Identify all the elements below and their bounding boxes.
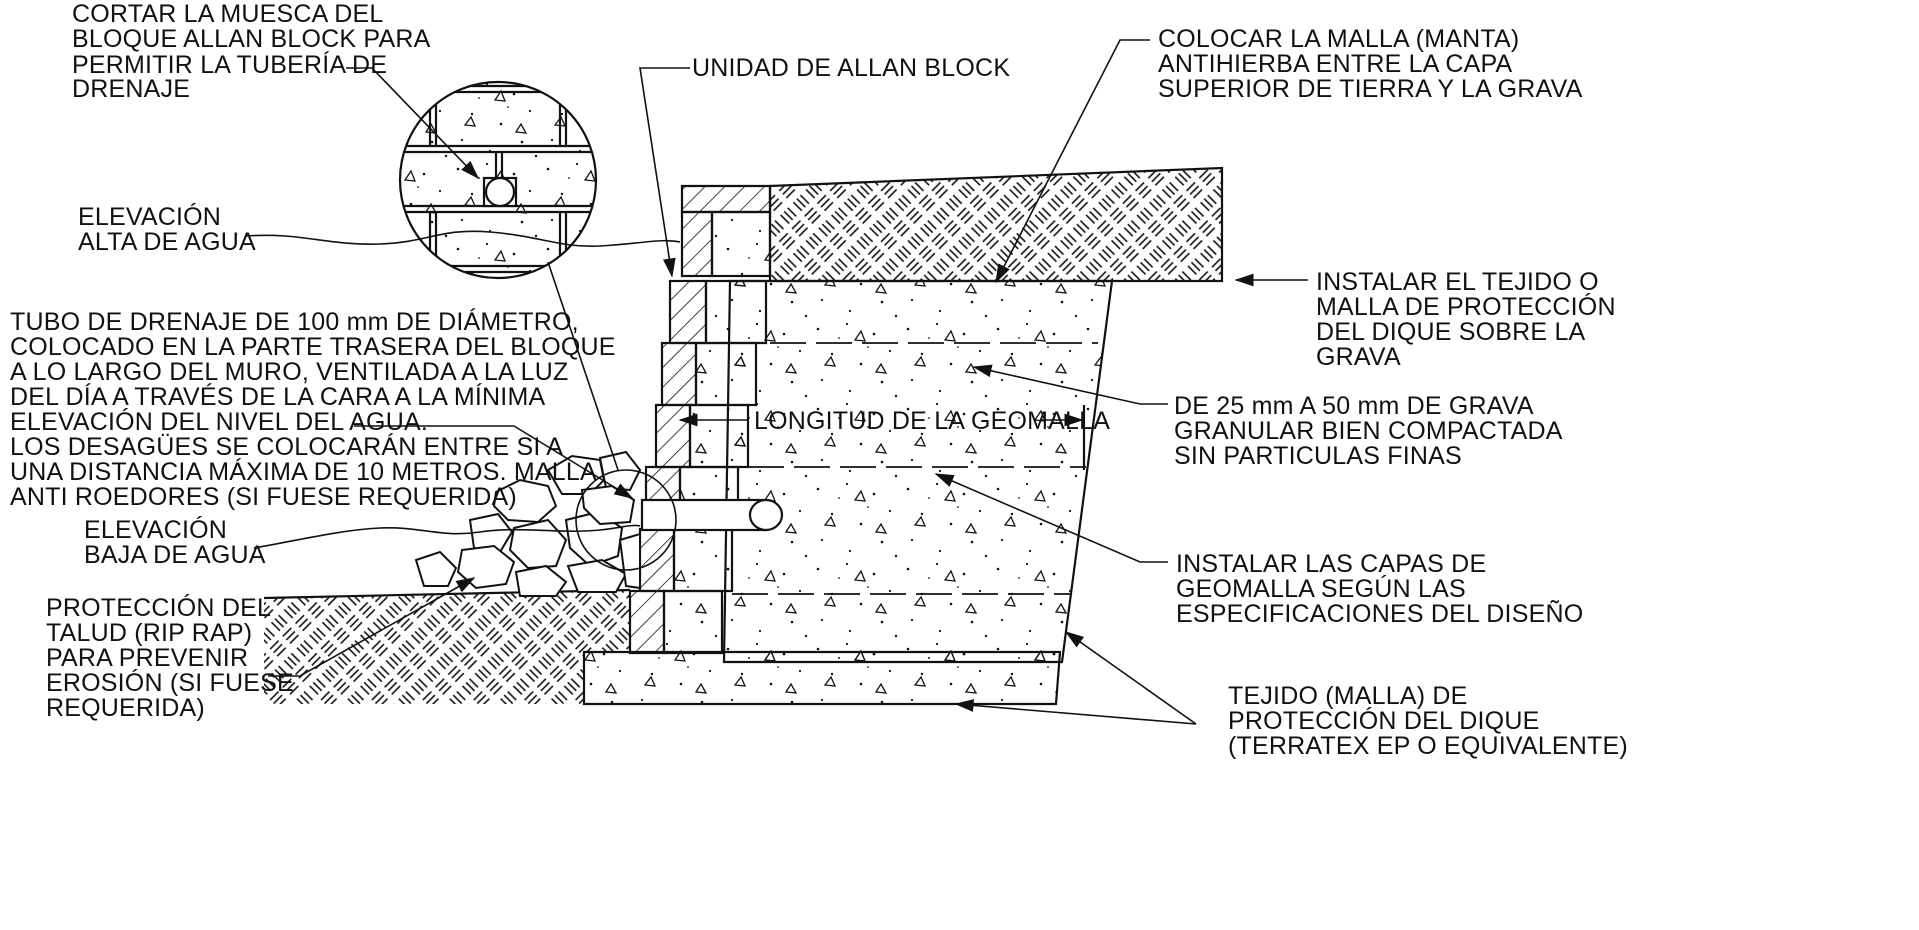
label-low-water: ELEVACIÓN BAJA DE AGUA bbox=[84, 515, 266, 569]
svg-text:PERMITIR LA TUBERÍA DE: PERMITIR LA TUBERÍA DE bbox=[72, 50, 387, 79]
label-gravel: DE 25 mm A 50 mm DE GRAVA GRANULAR BIEN … bbox=[1174, 392, 1563, 470]
svg-text:ELEVACIÓN DEL NIVEL DEL AGUA.: ELEVACIÓN DEL NIVEL DEL AGUA. bbox=[10, 407, 428, 436]
svg-text:UNIDAD DE ALLAN BLOCK: UNIDAD DE ALLAN BLOCK bbox=[692, 54, 1010, 82]
leveling-pad bbox=[582, 650, 1062, 706]
low-water-line bbox=[253, 524, 641, 549]
svg-text:GRANULAR BIEN COMPACTADA: GRANULAR BIEN COMPACTADA bbox=[1174, 417, 1563, 445]
svg-text:GRAVA: GRAVA bbox=[1316, 343, 1401, 371]
svg-text:ANTIHIERBA ENTRE LA CAPA: ANTIHIERBA ENTRE LA CAPA bbox=[1158, 50, 1513, 78]
label-geogrid-length: LONGITUD DE LA GEOMALLA bbox=[754, 407, 1110, 435]
svg-text:A LO LARGO DEL MURO, VENTILADA: A LO LARGO DEL MURO, VENTILADA A LA LUZ bbox=[10, 358, 568, 386]
label-blanket: COLOCAR LA MALLA (MANTA) ANTIHIERBA ENTR… bbox=[1158, 25, 1583, 103]
svg-text:COLOCAR LA MALLA (MANTA): COLOCAR LA MALLA (MANTA) bbox=[1158, 25, 1519, 53]
svg-text:DEL DIQUE SOBRE LA: DEL DIQUE SOBRE LA bbox=[1316, 318, 1586, 346]
label-fabric-top: INSTALAR EL TEJIDO O MALLA DE PROTECCIÓN… bbox=[1316, 268, 1616, 371]
detail-connector bbox=[547, 261, 619, 471]
svg-text:SUPERIOR DE TIERRA Y LA GRAVA: SUPERIOR DE TIERRA Y LA GRAVA bbox=[1158, 75, 1583, 103]
svg-text:TALUD (RIP RAP): TALUD (RIP RAP) bbox=[46, 619, 252, 647]
svg-text:COLOCADO EN LA PARTE TRASERA D: COLOCADO EN LA PARTE TRASERA DEL BLOQUE bbox=[10, 333, 616, 361]
label-allan-block-unit: UNIDAD DE ALLAN BLOCK bbox=[692, 54, 1010, 82]
svg-text:DRENAJE: DRENAJE bbox=[72, 75, 190, 103]
leader-lines bbox=[268, 39, 1308, 725]
svg-text:ESPECIFICACIONES DEL DISEÑO: ESPECIFICACIONES DEL DISEÑO bbox=[1176, 599, 1583, 628]
svg-text:DE 25 mm A 50 mm DE GRAVA: DE 25 mm A 50 mm DE GRAVA bbox=[1174, 392, 1534, 420]
svg-text:PROTECCIÓN DEL DIQUE: PROTECCIÓN DEL DIQUE bbox=[1228, 706, 1539, 735]
svg-text:LONGITUD DE LA GEOMALLA: LONGITUD DE LA GEOMALLA bbox=[754, 407, 1110, 435]
svg-text:ELEVACIÓN: ELEVACIÓN bbox=[78, 202, 221, 231]
drain-pipe bbox=[640, 498, 784, 532]
gravel-backfill bbox=[722, 279, 1114, 664]
svg-text:LOS DESAGÜES SE COLOCARÁN ENTR: LOS DESAGÜES SE COLOCARÁN ENTRE SI A bbox=[10, 432, 563, 461]
label-high-water: ELEVACIÓN ALTA DE AGUA bbox=[78, 202, 256, 256]
label-notch: CORTAR LA MUESCA DEL BLOQUE ALLAN BLOCK … bbox=[72, 0, 431, 103]
svg-text:TEJIDO (MALLA) DE: TEJIDO (MALLA) DE bbox=[1228, 682, 1468, 710]
ground-slope bbox=[264, 590, 630, 704]
label-fabric-bottom: TEJIDO (MALLA) DE PROTECCIÓN DEL DIQUE (… bbox=[1228, 682, 1628, 760]
detail-circle-pipe bbox=[575, 469, 677, 571]
detail-circle-notch bbox=[398, 80, 598, 280]
svg-text:BLOQUE ALLAN BLOCK PARA: BLOQUE ALLAN BLOCK PARA bbox=[72, 25, 431, 53]
svg-text:INSTALAR LAS CAPAS DE: INSTALAR LAS CAPAS DE bbox=[1176, 550, 1486, 578]
svg-text:PARA PREVENIR: PARA PREVENIR bbox=[46, 644, 248, 672]
svg-text:ELEVACIÓN: ELEVACIÓN bbox=[84, 515, 227, 544]
label-drain-pipe: TUBO DE DRENAJE DE 100 mm DE DIÁMETRO, C… bbox=[10, 307, 616, 511]
svg-text:PROTECCIÓN DEL: PROTECCIÓN DEL bbox=[46, 593, 271, 622]
svg-text:DEL DÍA A TRAVÉS DE LA CARA A: DEL DÍA A TRAVÉS DE LA CARA A LA MÍNIMA bbox=[10, 382, 545, 411]
svg-text:TUBO DE DRENAJE DE 100 mm DE D: TUBO DE DRENAJE DE 100 mm DE DIÁMETRO, bbox=[10, 307, 579, 336]
label-rip-rap: PROTECCIÓN DEL TALUD (RIP RAP) PARA PREV… bbox=[46, 593, 294, 722]
svg-text:REQUERIDA): REQUERIDA) bbox=[46, 694, 205, 722]
svg-text:CORTAR LA MUESCA DEL: CORTAR LA MUESCA DEL bbox=[72, 0, 384, 28]
label-geogrid-layers: INSTALAR LAS CAPAS DE GEOMALLA SEGÚN LAS… bbox=[1176, 550, 1583, 628]
svg-text:UNA DISTANCIA MÁXIMA DE 10 MET: UNA DISTANCIA MÁXIMA DE 10 METROS. MALLA bbox=[10, 457, 597, 486]
svg-text:EROSIÓN (SI FUESE: EROSIÓN (SI FUESE bbox=[46, 668, 294, 697]
high-water-line bbox=[245, 230, 681, 248]
svg-text:(TERRATEX EP O EQUIVALENTE): (TERRATEX EP O EQUIVALENTE) bbox=[1228, 732, 1628, 760]
svg-text:ANTI ROEDORES (SI FUESE REQUER: ANTI ROEDORES (SI FUESE REQUERIDA) bbox=[10, 483, 517, 511]
svg-text:BAJA DE AGUA: BAJA DE AGUA bbox=[84, 541, 266, 569]
svg-text:ALTA DE AGUA: ALTA DE AGUA bbox=[78, 228, 256, 256]
cap-block bbox=[680, 184, 772, 214]
top-soil bbox=[768, 166, 1224, 283]
svg-text:SIN PARTICULAS FINAS: SIN PARTICULAS FINAS bbox=[1174, 442, 1462, 470]
svg-text:INSTALAR EL TEJIDO O: INSTALAR EL TEJIDO O bbox=[1316, 268, 1599, 296]
svg-text:MALLA DE PROTECCIÓN: MALLA DE PROTECCIÓN bbox=[1316, 292, 1616, 321]
svg-text:GEOMALLA SEGÚN LAS: GEOMALLA SEGÚN LAS bbox=[1176, 574, 1466, 603]
